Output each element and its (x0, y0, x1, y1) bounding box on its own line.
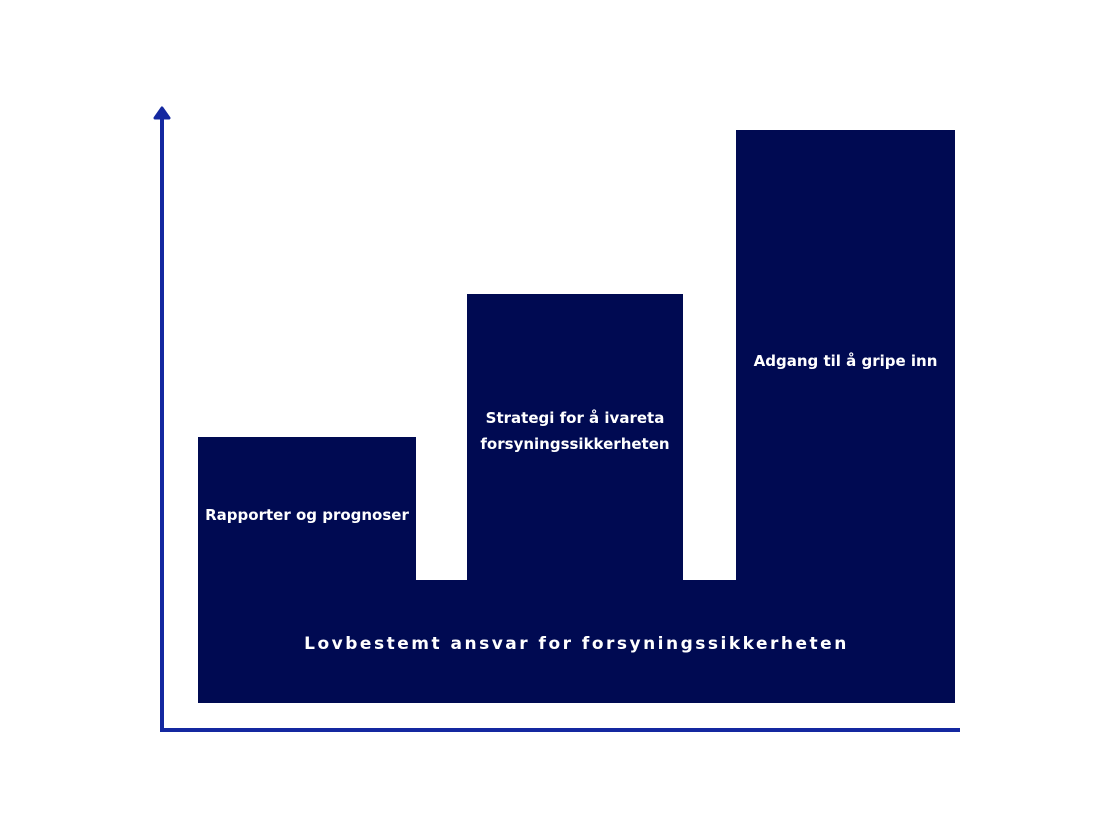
base-label: Lovbestemt ansvar for forsyningssikkerhe… (304, 633, 849, 654)
step-label-3: Adgang til å gripe inn (753, 352, 938, 370)
base-block: Lovbestemt ansvar for forsyningssikkerhe… (198, 580, 955, 703)
step-block-2: Strategi for å ivareta forsyningssikkerhe… (467, 294, 683, 581)
step-block-3: Adgang til å gripe inn (736, 130, 955, 581)
step-label-1: Rapporter og prognoser (205, 506, 409, 524)
step-label-2-line1: Strategi for å ivareta (485, 408, 665, 427)
y-axis-arrow-icon (153, 106, 171, 120)
step-label-2-line2: forsyningssikkerheten (480, 434, 670, 453)
step-block-1: Rapporter og prognoser (198, 437, 416, 581)
